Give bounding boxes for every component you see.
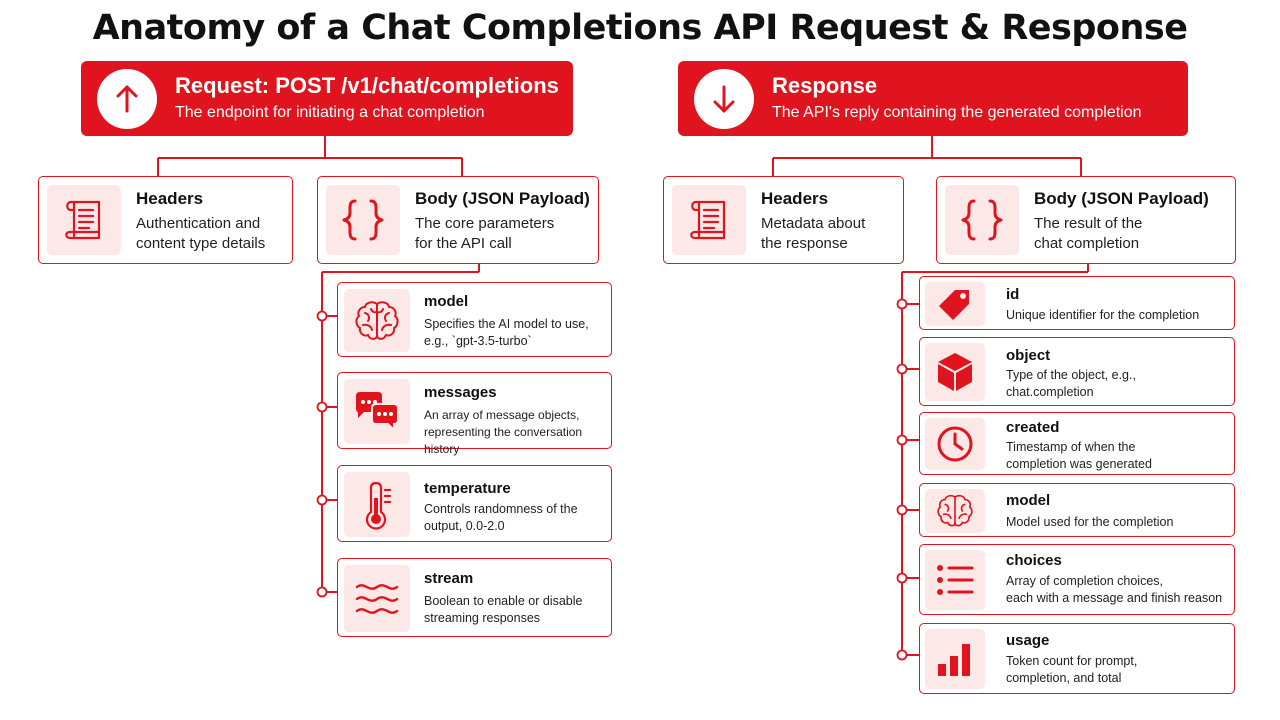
page-title: Anatomy of a Chat Completions API Reques… — [92, 8, 1188, 48]
field-title-id: id — [1006, 286, 1020, 303]
thermometer-icon — [344, 472, 410, 537]
field-title-model: model — [1006, 492, 1051, 509]
response-body-title: Body (JSON Payload) — [1034, 189, 1209, 208]
scroll-icon — [672, 185, 746, 255]
param-card-messages: messages An array of message objects,rep… — [337, 372, 612, 456]
arrow-down-icon — [694, 69, 754, 129]
param-desc-model: Specifies the AI model to use,e.g., `gpt… — [424, 317, 589, 348]
field-desc-id: Unique identifier for the completion — [1006, 308, 1200, 322]
request-subtitle: The endpoint for initiating a chat compl… — [175, 104, 485, 121]
field-card-choices: choices Array of completion choices,each… — [919, 544, 1235, 615]
field-desc-model: Model used for the completion — [1006, 515, 1174, 529]
request-body-title: Body (JSON Payload) — [415, 189, 590, 208]
param-desc-messages: An array of message objects,representing… — [424, 408, 583, 456]
request-title: Request: POST /v1/chat/completions — [175, 73, 559, 98]
field-title-usage: usage — [1006, 632, 1050, 649]
request-banner: Request: POST /v1/chat/completions The e… — [81, 61, 573, 136]
field-title-created: created — [1006, 419, 1060, 436]
arrow-up-icon — [97, 69, 157, 129]
param-card-model: model Specifies the AI model to use,e.g.… — [337, 282, 612, 357]
brain-icon — [925, 489, 985, 533]
curly-braces-icon — [326, 185, 400, 255]
field-title-choices: choices — [1006, 552, 1062, 569]
response-headers-title: Headers — [761, 189, 829, 208]
brain-icon — [344, 289, 410, 352]
clock-icon — [925, 418, 985, 470]
field-desc-usage: Token count for prompt,completion, and t… — [1006, 654, 1138, 685]
field-desc-choices: Array of completion choices,each with a … — [1006, 574, 1223, 605]
list-icon — [925, 550, 985, 610]
field-title-object: object — [1006, 347, 1051, 364]
waves-icon — [344, 565, 410, 632]
param-title-messages: messages — [424, 384, 497, 401]
response-subtitle: The API's reply containing the generated… — [772, 104, 1142, 121]
field-card-usage: usage Token count for prompt,completion,… — [919, 623, 1235, 694]
param-title-model: model — [424, 293, 469, 310]
tag-icon — [925, 282, 985, 326]
scroll-icon — [47, 185, 121, 255]
bar-chart-icon — [925, 629, 985, 689]
response-title: Response — [772, 73, 878, 98]
field-card-object: object Type of the object, e.g.,chat.com… — [919, 337, 1235, 406]
curly-braces-icon — [945, 185, 1019, 255]
field-desc-object: Type of the object, e.g.,chat.completion — [1006, 368, 1136, 399]
request-headers-title: Headers — [136, 189, 204, 208]
field-card-id: id Unique identifier for the completion — [919, 276, 1235, 330]
response-banner: Response The API's reply containing the … — [678, 61, 1188, 136]
field-card-model: model Model used for the completion — [919, 483, 1235, 537]
cube-icon — [925, 343, 985, 401]
param-title-stream: stream — [424, 570, 474, 587]
param-title-temperature: temperature — [424, 480, 511, 497]
chat-bubbles-icon — [344, 379, 410, 444]
